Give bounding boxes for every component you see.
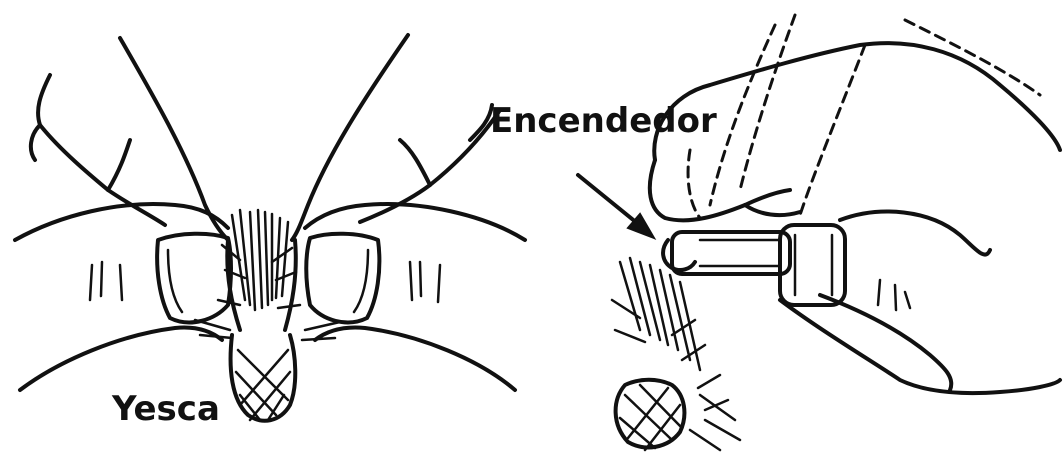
right-thumb-nail	[354, 250, 368, 312]
motion-line-3	[800, 45, 865, 215]
left-thumb	[157, 234, 231, 323]
label-lighter: Encendedor	[490, 101, 717, 141]
right-hand-lower-outline	[315, 328, 515, 391]
label-tinder: Yesca	[111, 389, 220, 429]
thumb-pad	[840, 212, 990, 255]
twig-right-branch	[400, 140, 430, 185]
palm-crease-1	[878, 280, 880, 305]
right-crease-1	[410, 262, 412, 300]
palm-crease-3	[905, 292, 910, 308]
left-hand-lower-outline	[20, 328, 222, 391]
left-crease-2	[101, 262, 102, 296]
pointer-arrow	[578, 175, 654, 238]
palm-crease-2	[895, 285, 896, 310]
motion-line-4	[905, 20, 1040, 95]
left-panel-hands-with-tinder: Yesca	[15, 35, 525, 429]
motion-line-5	[688, 150, 700, 218]
lighter-wheel-ring	[663, 240, 695, 270]
right-thumb	[306, 234, 379, 323]
right-panel-hand-with-lighter: Encendedor	[490, 15, 1060, 450]
lighter	[663, 225, 845, 305]
twig-left-branch-2	[108, 140, 130, 190]
right-crease-2	[420, 262, 421, 296]
left-thumb-nail	[168, 250, 182, 312]
right-crease-3	[438, 265, 440, 302]
tinder-bundle-small	[612, 258, 740, 450]
finger-knuckle	[745, 205, 800, 215]
twig-left-branch	[31, 125, 40, 160]
left-crease-1	[90, 265, 92, 300]
left-crease-3	[120, 265, 122, 300]
